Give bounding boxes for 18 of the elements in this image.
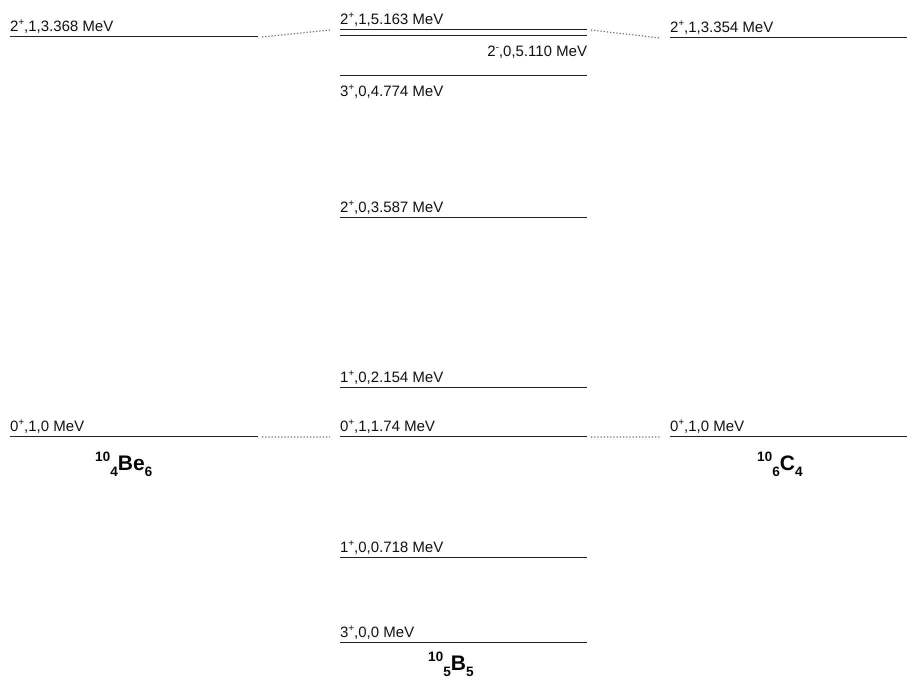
level-label: 0$^{+}$,1,1.74 MeV — [340, 416, 436, 436]
level-label: 2$^{-}$,0,5.110 MeV — [486, 41, 587, 61]
energy-level — [340, 75, 587, 101]
connector-line — [590, 436, 660, 438]
connector-line — [262, 30, 330, 38]
level-label: 3$^{+}$,0,0 MeV — [340, 622, 416, 642]
level-label: 0$^{+}$,1,0 MeV — [670, 416, 746, 436]
energy-level — [340, 35, 587, 61]
connector-line — [262, 436, 330, 438]
level-label: 2$^{+}$,1,5.163 MeV — [340, 9, 444, 29]
connector-line — [590, 30, 660, 38]
level-label: 3$^{+}$,0,4.774 MeV — [340, 81, 444, 101]
level-label: 2$^{+}$,1,3.354 MeV — [670, 17, 774, 37]
level-label: 0$^{+}$,1,0 MeV — [10, 416, 86, 436]
level-label: 1$^{+}$,0,2.154 MeV — [340, 367, 444, 387]
level-label: 2$^{+}$,0,3.587 MeV — [340, 197, 444, 217]
level-label: 1$^{+}$,0,0.718 MeV — [340, 537, 444, 557]
level-label: 2$^{+}$,1,3.368 MeV — [10, 16, 114, 36]
